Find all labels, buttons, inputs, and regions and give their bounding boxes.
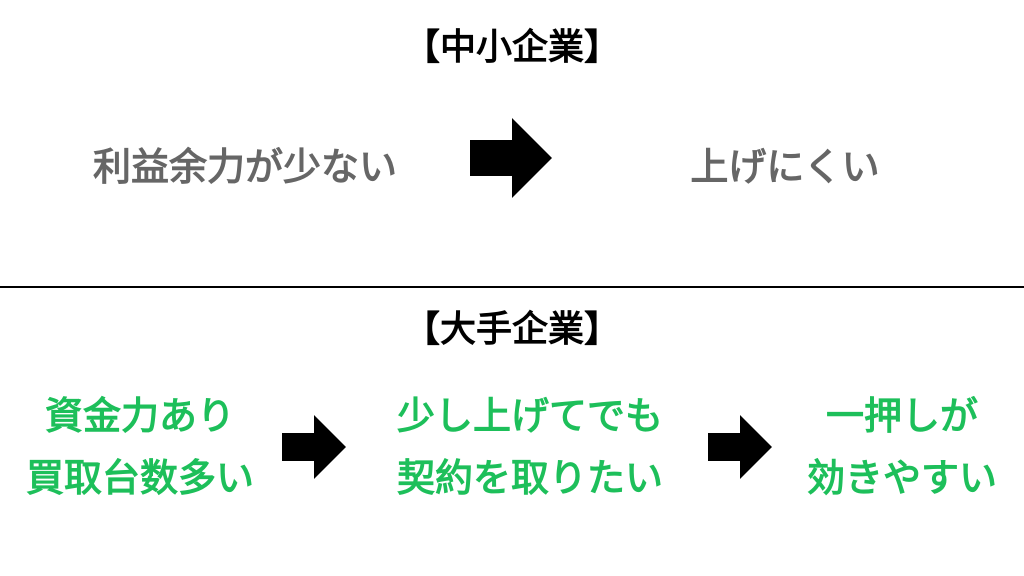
right-arrow-icon <box>282 415 346 479</box>
step-push: 一押しが 効きやすい <box>780 385 1024 509</box>
sme-heading: 【中小企業】 <box>403 27 620 68</box>
step-line: 契約を取りたい <box>396 456 663 500</box>
step-line: 一押しが <box>825 394 978 438</box>
sme-cause-text: 利益余力が少ない <box>92 145 397 189</box>
right-arrow-icon <box>470 118 552 198</box>
step-line: 効きやすい <box>806 456 997 500</box>
step-line: 資金力あり <box>44 394 235 438</box>
step-funding: 資金力あり 買取台数多い <box>0 385 280 509</box>
sme-result-text: 上げにくい <box>690 145 880 189</box>
large-heading: 【大手企業】 <box>403 309 620 350</box>
right-arrow-icon <box>708 415 772 479</box>
step-line: 買取台数多い <box>25 456 254 500</box>
step-contract: 少し上げてでも 契約を取りたい <box>360 385 700 509</box>
section-divider <box>0 286 1024 288</box>
step-line: 少し上げてでも <box>396 394 663 438</box>
